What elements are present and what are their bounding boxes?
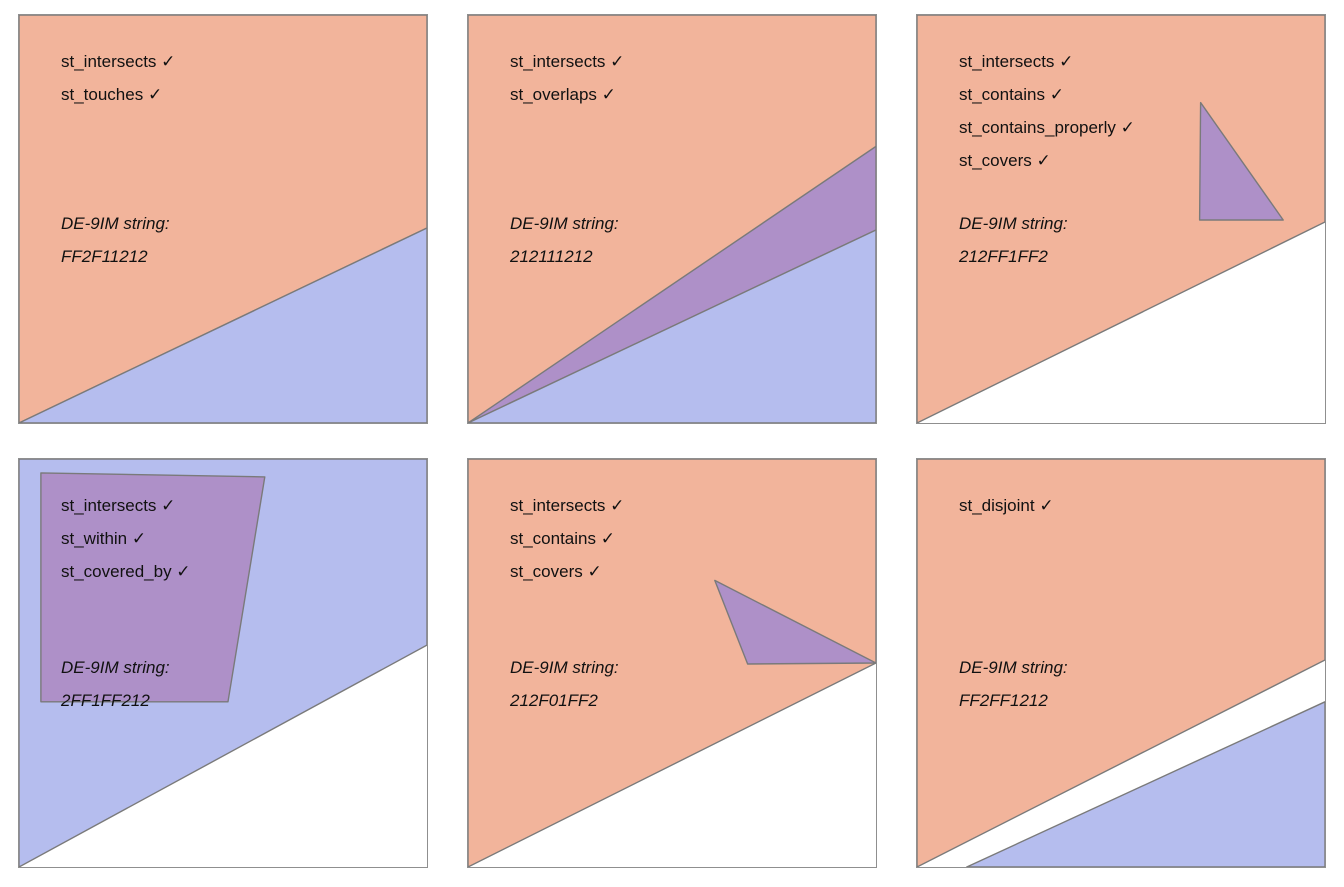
- predicate-item: st_covers ✓: [959, 151, 1051, 170]
- de9im-label: DE-9IM string:: [61, 214, 170, 233]
- predicate-list: st_intersects ✓ st_touches ✓: [61, 45, 175, 111]
- panel-contains: st_intersects ✓ st_contains ✓ st_contains_…: [916, 14, 1326, 424]
- polygon-x: [917, 459, 1325, 867]
- predicate-item: st_contains_properly ✓: [959, 118, 1135, 137]
- predicate-item: st_covers ✓: [510, 562, 602, 581]
- polygon-x: [19, 15, 427, 423]
- polygon-y: [966, 701, 1325, 867]
- de9im-label: DE-9IM string:: [510, 214, 619, 233]
- predicate-item: st_within ✓: [61, 529, 147, 548]
- geometry-svg: [19, 459, 427, 867]
- de9im-code: FF2F11212: [61, 247, 148, 266]
- predicate-item: st_touches ✓: [61, 85, 163, 104]
- de9im-code: FF2FF1212: [959, 691, 1048, 710]
- geometry-svg: [917, 459, 1325, 867]
- de9im-block: DE-9IM string: FF2F11212: [61, 207, 170, 273]
- panel-touches: st_intersects ✓ st_touches ✓ DE-9IM strin…: [18, 14, 428, 424]
- predicate-list: st_intersects ✓ st_contains ✓ st_covers ✓: [510, 489, 624, 588]
- de9im-label: DE-9IM string:: [510, 658, 619, 677]
- panel-disjoint: st_disjoint ✓ DE-9IM string: FF2FF1212: [916, 458, 1326, 868]
- predicate-item: st_intersects ✓: [959, 52, 1074, 71]
- polygon-overlap: [714, 579, 876, 665]
- predicate-item: st_intersects ✓: [61, 52, 176, 71]
- polygon-overlap: [1198, 101, 1284, 221]
- de9im-block: DE-9IM string: 212F01FF2: [510, 651, 619, 717]
- de9im-code: 212111212: [510, 247, 593, 266]
- predicate-list: st_disjoint ✓: [959, 489, 1054, 522]
- de9im-block: DE-9IM string: 212FF1FF2: [959, 207, 1068, 273]
- panel-within: st_intersects ✓ st_within ✓ st_covered_by …: [18, 458, 428, 868]
- polygon-x: [468, 459, 876, 867]
- predicate-item: st_covered_by ✓: [61, 562, 191, 581]
- geometry-svg: [917, 15, 1325, 423]
- de9im-label: DE-9IM string:: [959, 658, 1068, 677]
- panel-overlaps: st_intersects ✓ st_overlaps ✓ DE-9IM stri…: [467, 14, 877, 424]
- geometry-svg: [19, 15, 427, 423]
- predicate-list: st_intersects ✓ st_within ✓ st_covered_by …: [61, 489, 191, 588]
- predicate-list: st_intersects ✓ st_contains ✓ st_contains_…: [959, 45, 1135, 177]
- de9im-block: DE-9IM string: FF2FF1212: [959, 651, 1068, 717]
- predicate-item: st_intersects ✓: [61, 496, 176, 515]
- de9im-block: DE-9IM string: 212111212: [510, 207, 619, 273]
- predicate-item: st_overlaps ✓: [510, 85, 616, 104]
- de9im-label: DE-9IM string:: [61, 658, 170, 677]
- polygon-y: [468, 229, 876, 423]
- de9im-code: 212F01FF2: [510, 691, 598, 710]
- polygon-y: [19, 227, 427, 423]
- predicate-item: st_intersects ✓: [510, 52, 625, 71]
- predicate-item: st_contains ✓: [959, 85, 1064, 104]
- geometry-svg: [468, 459, 876, 867]
- de9im-block: DE-9IM string: 2FF1FF212: [61, 651, 170, 717]
- geometry-svg: [468, 15, 876, 423]
- predicate-item: st_intersects ✓: [510, 496, 625, 515]
- predicate-item: st_contains ✓: [510, 529, 615, 548]
- panel-contains-covers: st_intersects ✓st_contains ✓st_covers ✓ …: [467, 458, 877, 868]
- predicate-item: st_disjoint ✓: [959, 496, 1054, 515]
- de9im-code: 2FF1FF212: [61, 691, 150, 710]
- polygon-overlap: [40, 472, 266, 703]
- polygon-x: [468, 15, 876, 423]
- predicate-list: st_intersects ✓ st_overlaps ✓: [510, 45, 624, 111]
- de9im-label: DE-9IM string:: [959, 214, 1068, 233]
- polygon-x: [917, 15, 1325, 423]
- de9im-code: 212FF1FF2: [959, 247, 1048, 266]
